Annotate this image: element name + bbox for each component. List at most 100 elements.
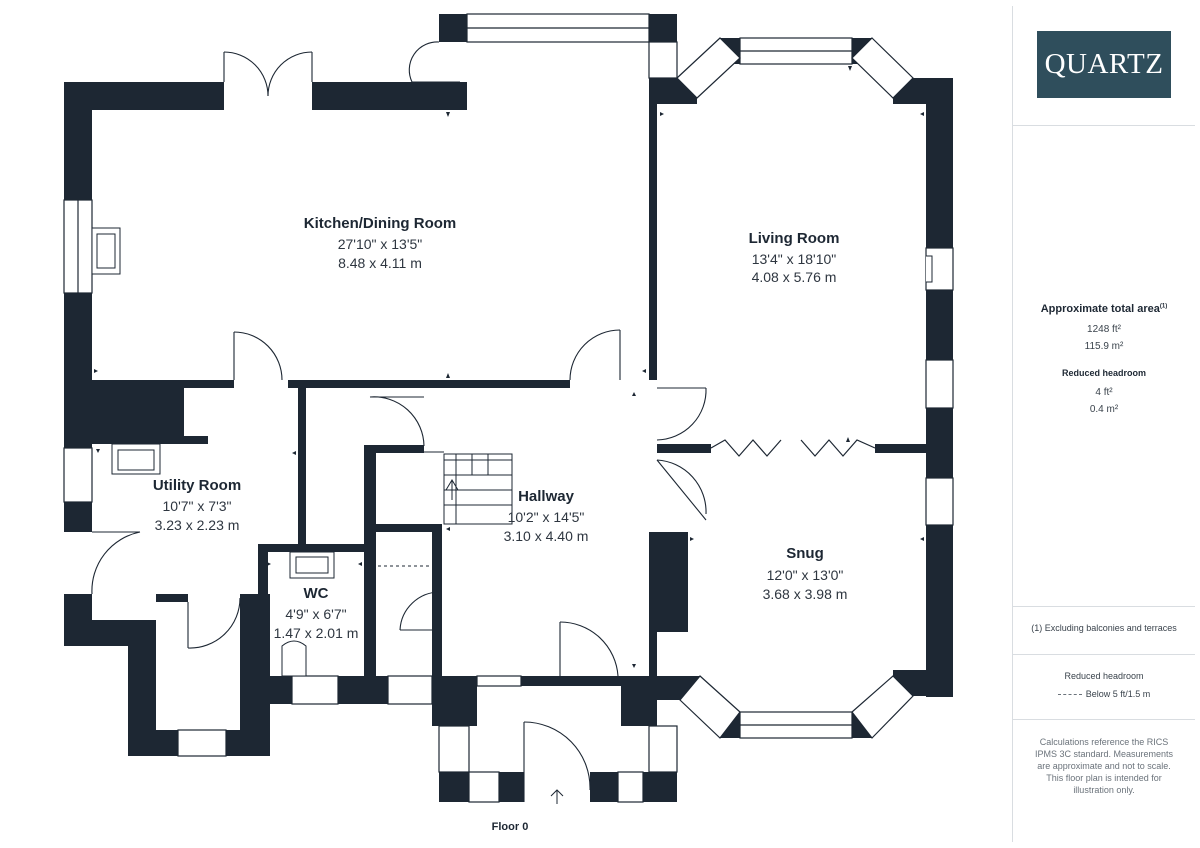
wall [298,388,306,544]
fireplace [926,255,933,283]
floor-plan [63,13,954,804]
bifold-doors [710,439,876,457]
door-swing [369,396,425,447]
room-metric-hallway: 3.10 x 4.40 m [503,528,589,544]
wall [621,676,649,726]
room-name-utility: Utility Room [152,477,242,494]
room-name-kitchen: Kitchen/Dining Room [303,215,457,232]
wall [64,82,92,200]
window [648,725,678,773]
door-swing [233,331,283,381]
divider [1013,125,1195,126]
total-area-label: Approximate total area [1040,303,1160,315]
window [387,675,433,705]
wall [926,290,953,360]
wall [432,532,442,676]
wall [432,676,477,726]
stair-outline [443,453,513,525]
wall [64,594,92,646]
legend-entry: Below 5 ft/1.5 m [1013,689,1195,699]
window [468,771,500,803]
wall [258,544,268,704]
wall [128,730,178,756]
bifold-door [800,439,876,457]
brand-logo: QUARTZ [1037,31,1171,98]
wall [364,445,424,453]
room-imperial-hallway: 10'2" x 14'5" [507,509,585,525]
wall [64,502,92,532]
wall [657,444,711,453]
walls [64,14,953,802]
wall [649,14,677,42]
wall [184,436,208,444]
wall [521,676,621,686]
wall [156,594,188,602]
reduced-headroom-ft: 4 ft² [1095,387,1113,398]
wall [649,80,657,380]
total-area-ft: 1248 ft² [1087,324,1121,335]
room-metric-utility: 3.23 x 2.23 m [154,517,240,533]
divider [1013,606,1195,607]
window [291,675,339,705]
door-swing [656,459,707,515]
room-name-snug: Snug [786,545,824,562]
window [177,729,227,757]
room-metric-wc: 1.47 x 2.01 m [273,625,359,641]
window [438,725,470,773]
disclaimer: Calculations reference the RICS IPMS 3C … [1034,737,1174,795]
wall [649,532,657,802]
wall [268,676,292,704]
room-metric-living: 4.08 x 5.76 m [751,269,837,285]
door-swing [91,531,141,595]
window [476,675,522,687]
legend-title: Reduced headroom [1064,671,1144,681]
wall [590,772,618,802]
window [676,37,741,99]
room-name-living: Living Room [748,230,840,247]
door-swing [523,721,591,791]
utility-sink-bowl [117,449,155,471]
total-area-m: 115.9 m² [1084,341,1124,352]
wall [439,772,469,802]
staircase [376,451,513,525]
wall [643,772,677,802]
door-swing [223,51,269,97]
wall [499,772,524,802]
window [851,37,914,99]
wall [258,544,372,552]
wall [312,82,467,110]
reduced-headroom-m: 0.4 m² [1089,404,1119,415]
wall [875,444,927,453]
wall [439,14,467,42]
door-swing [559,621,619,677]
reduced-headroom-heading: Reduced headroom [1061,368,1146,378]
kitchen-sink-bowl [96,233,116,269]
wall [926,408,953,478]
wc-basin-bowl [295,556,329,574]
window [925,477,954,526]
room-imperial-wc: 4'9" x 6'7" [285,606,347,622]
wall [338,676,388,704]
total-area-heading: Approximate total area(1) [1013,303,1195,315]
door-swing [408,41,440,83]
window [63,447,93,503]
bifold-door [710,439,782,457]
wall [64,380,184,444]
windows [63,13,954,803]
window [679,675,741,739]
door-swing [569,329,621,381]
room-metric-snug: 3.68 x 3.98 m [762,586,848,602]
floor-label: Floor 0 [491,821,529,833]
stair-arrow [445,479,459,500]
doors [91,41,707,802]
fixtures [91,227,933,677]
door-swing [267,51,313,97]
door-swing [399,591,441,631]
window [648,41,678,79]
wall [364,452,376,676]
door-swing [187,597,241,649]
legend-text: Below 5 ft/1.5 m [1085,689,1151,699]
wall [376,524,442,532]
door-leaf [656,459,707,521]
measurement-markers [94,66,924,668]
